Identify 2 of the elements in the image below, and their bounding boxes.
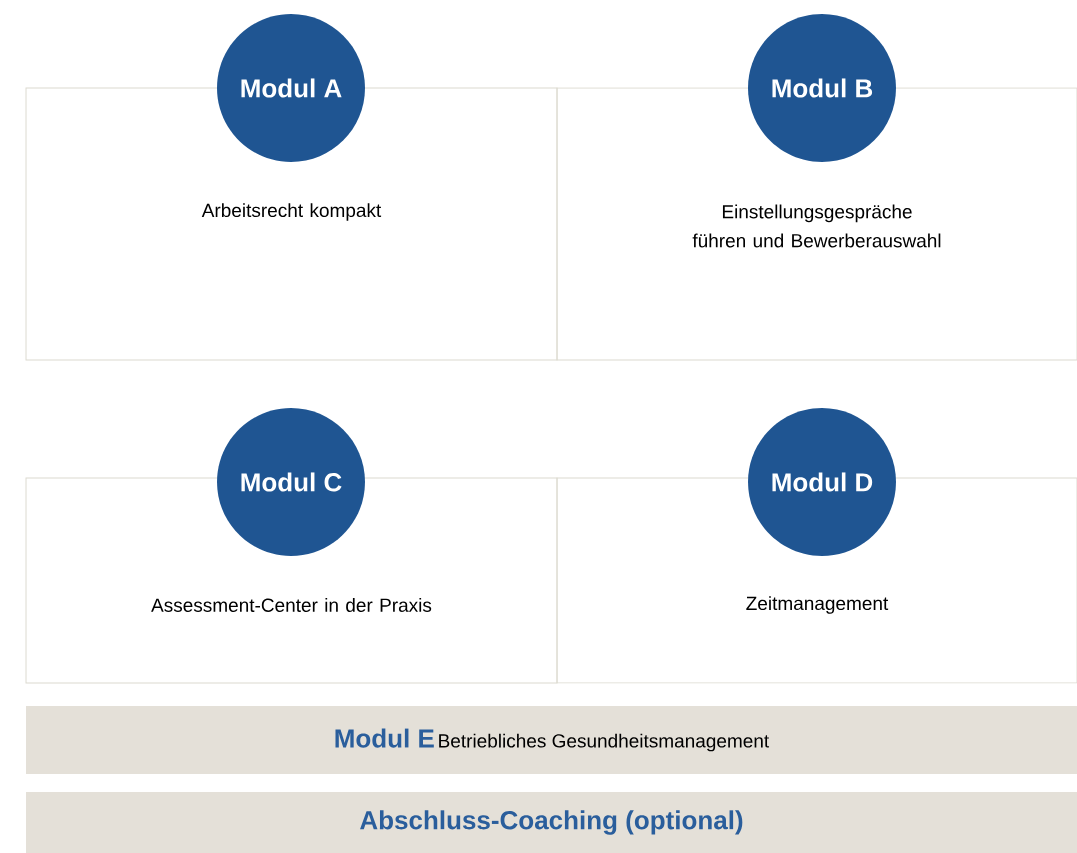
module-band: Modul E Betriebliches Gesundheitsmanagement [26, 706, 1077, 774]
module-band: Abschluss-Coaching (optional) [26, 792, 1077, 853]
